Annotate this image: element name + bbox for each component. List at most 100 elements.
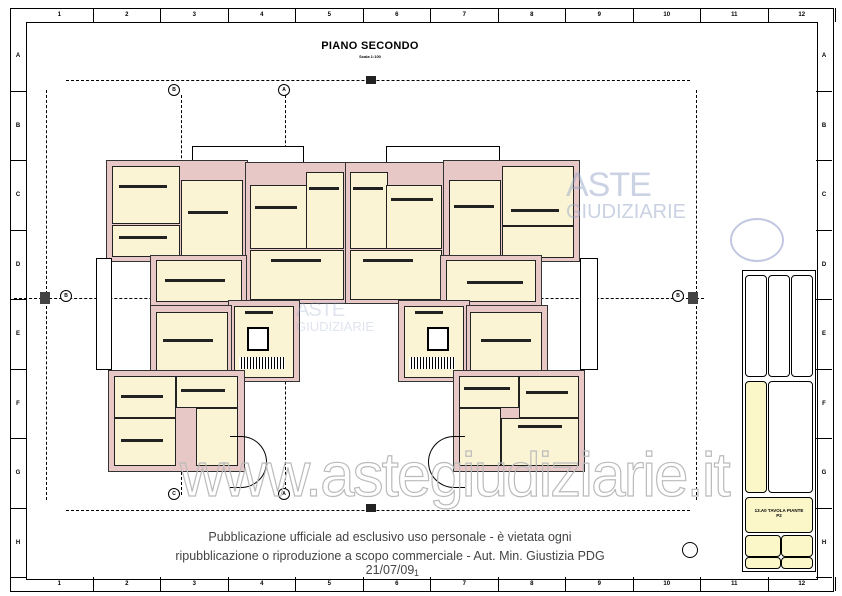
column-label: 5 [296, 577, 364, 591]
column-label: 2 [94, 8, 161, 22]
room [250, 185, 308, 249]
room [114, 376, 176, 418]
room [350, 250, 442, 300]
title-block-cell [745, 535, 781, 557]
left-row-ruler: A B C D E F G H [10, 22, 26, 578]
bottom-column-ruler: 1 2 3 4 5 6 7 8 9 10 11 12 [26, 577, 836, 591]
room [501, 418, 579, 466]
stamp-seal-icon [730, 218, 784, 262]
section-marker-icon: B [168, 84, 180, 96]
room [459, 376, 519, 408]
column-label: 6 [364, 8, 431, 22]
scale-note: Scala 1:100 [359, 54, 381, 59]
room [156, 260, 242, 302]
room-label [454, 205, 494, 208]
watermark-logo-line2: GIUDIZIARIE [566, 201, 687, 223]
footer-line-2: ripubblicazione o riproduzione a scopo c… [175, 549, 605, 577]
room-label [165, 279, 225, 282]
elevator-icon [247, 327, 269, 351]
watermark-logo-line1: ASTE [566, 166, 652, 204]
drawing-title: PIANO SECONDO [321, 40, 419, 52]
column-label: 5 [296, 8, 364, 22]
sheet-title: 13.A0 TAVOLA PIANTE [754, 508, 804, 513]
row-label: D [816, 231, 832, 300]
row-label: H [10, 509, 26, 578]
terrace [580, 258, 598, 370]
section-marker-icon: A [278, 488, 290, 500]
room-label [163, 339, 213, 342]
north-arrow-icon [682, 542, 698, 558]
column-label: 8 [499, 577, 566, 591]
sheet-code: P2 [776, 513, 782, 518]
row-label: A [816, 22, 832, 92]
room [519, 376, 579, 418]
room [446, 260, 536, 302]
room [449, 180, 501, 257]
drawing-inner-frame [26, 22, 818, 580]
row-label: B [816, 92, 832, 161]
footer-line-1: Pubblicazione ufficiale ad esclusivo uso… [208, 530, 572, 544]
room [459, 408, 501, 466]
room-label [271, 259, 321, 262]
section-marker-icon: B [60, 290, 72, 302]
room-label [121, 439, 163, 442]
top-column-ruler: 1 2 3 4 5 6 7 8 9 10 11 12 [26, 8, 836, 22]
column-label: 9 [566, 8, 634, 22]
title-block-cell [745, 381, 767, 493]
title-block: 13.A0 TAVOLA PIANTE P2 [742, 270, 816, 572]
room-label [309, 187, 339, 190]
room-label [467, 281, 523, 284]
section-arrow-top-icon [366, 76, 376, 84]
section-marker-icon: B [672, 290, 684, 302]
row-label: G [816, 439, 832, 509]
column-label: 9 [566, 577, 634, 591]
column-label: 6 [364, 577, 431, 591]
column-label: 2 [94, 577, 161, 591]
room-label [119, 236, 167, 239]
page-number: 1 [414, 568, 420, 578]
column-label: 7 [431, 8, 499, 22]
row-label: G [10, 439, 26, 509]
column-label: 10 [634, 8, 701, 22]
section-line-bottom [66, 510, 690, 511]
stair-room [404, 306, 464, 378]
row-label: H [816, 509, 832, 578]
room-label [415, 311, 443, 314]
column-label: 11 [701, 8, 769, 22]
stairs-icon [239, 357, 285, 369]
row-label: B [10, 92, 26, 161]
room [156, 312, 228, 372]
column-label: 11 [701, 577, 769, 591]
room [114, 418, 176, 466]
title-block-cell [781, 557, 813, 569]
section-arrow-right-icon [688, 292, 698, 304]
column-label: 12 [769, 577, 836, 591]
room-label [121, 395, 163, 398]
section-arrow-bottom-icon [366, 504, 376, 512]
row-label: F [816, 370, 832, 439]
row-label: E [816, 300, 832, 370]
section-line-top [66, 80, 690, 81]
room [250, 250, 344, 300]
row-label: D [10, 231, 26, 300]
room-label [511, 209, 559, 212]
room-label [464, 387, 510, 390]
room [112, 166, 180, 224]
stairs-icon [409, 357, 455, 369]
room-label [245, 311, 273, 314]
room-label [481, 339, 531, 342]
title-block-cell [791, 275, 813, 377]
column-label: 4 [229, 8, 296, 22]
column-label: 4 [229, 577, 296, 591]
room-label [363, 259, 413, 262]
row-label: E [10, 300, 26, 370]
room-label [391, 198, 433, 201]
room [470, 312, 542, 372]
room-label [255, 206, 297, 209]
room-label [181, 389, 225, 392]
column-label: 7 [431, 577, 499, 591]
title-block-cell [768, 381, 813, 493]
section-marker-icon: C [168, 488, 180, 500]
column-label: 10 [634, 577, 701, 591]
room [112, 225, 180, 257]
